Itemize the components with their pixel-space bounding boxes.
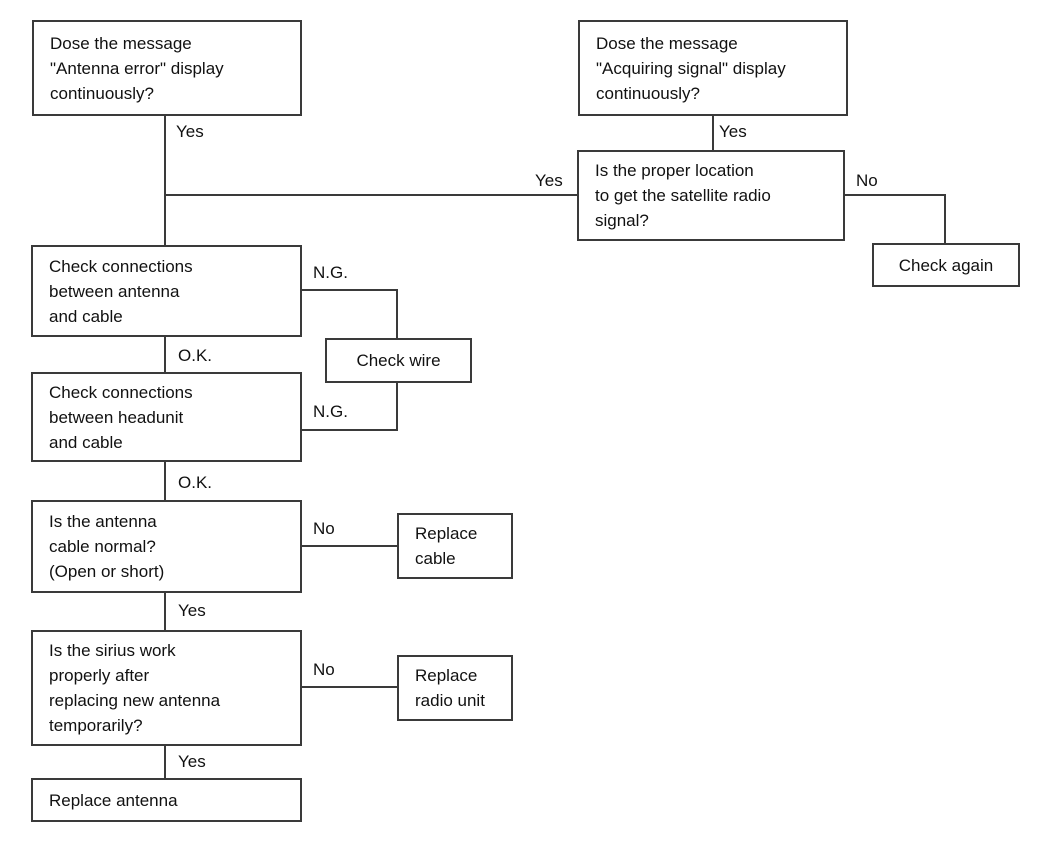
node-text: Is the sirius work properly after replac… [49, 641, 221, 735]
connector-check-antenna-ok [164, 337, 166, 372]
node-text: Replace antenna [49, 790, 178, 810]
node-replace-antenna: Replace antenna [31, 778, 302, 822]
edge-label-yes: Yes [535, 171, 563, 190]
node-text: Replace cable [415, 524, 478, 568]
edge-label-yes: Yes [176, 122, 204, 141]
connector-proper-location-no-vertical [944, 194, 946, 243]
connector-check-headunit-ng-horizontal [302, 429, 398, 431]
node-text: Dose the message "Acquiring signal" disp… [596, 33, 786, 103]
node-check-connections-headunit: Check connections between headunit and c… [31, 372, 302, 462]
node-proper-location-question: Is the proper location to get the satell… [577, 150, 845, 241]
node-replace-radio-unit: Replace radio unit [397, 655, 513, 721]
edge-label-ok: O.K. [178, 346, 213, 365]
connector-check-headunit-ng-vertical [396, 383, 398, 431]
connector-sirius-no [302, 686, 397, 688]
node-text: Check connections between antenna and ca… [49, 256, 193, 326]
node-text: Check connections between headunit and c… [49, 382, 193, 452]
node-text: Check again [898, 255, 994, 275]
node-sirius-work-question: Is the sirius work properly after replac… [31, 630, 302, 746]
node-text: Dose the message "Antenna error" display… [50, 33, 224, 103]
node-check-wire: Check wire [325, 338, 472, 383]
edge-label-ng: N.G. [313, 402, 348, 421]
connector-acquiring-to-proper-location [712, 116, 714, 150]
edge-label-no: No [856, 171, 878, 190]
edge-label-yes: Yes [719, 122, 747, 141]
connector-antenna-error-to-check-antenna [164, 116, 166, 245]
connector-cable-normal-no [302, 545, 397, 547]
node-text: Is the antenna cable normal? (Open or sh… [49, 512, 165, 581]
connector-cable-normal-yes [164, 593, 166, 630]
node-check-connections-antenna: Check connections between antenna and ca… [31, 245, 302, 337]
edge-label-ng: N.G. [313, 263, 348, 282]
connector-check-antenna-ng-horizontal [302, 289, 398, 291]
node-replace-cable: Replace cable [397, 513, 513, 579]
node-acquiring-signal-question: Dose the message "Acquiring signal" disp… [578, 20, 848, 116]
edge-label-yes: Yes [178, 601, 206, 620]
node-antenna-cable-normal-question: Is the antenna cable normal? (Open or sh… [31, 500, 302, 593]
node-check-again: Check again [872, 243, 1020, 287]
node-text: Is the proper location to get the satell… [595, 161, 771, 230]
node-antenna-error-question: Dose the message "Antenna error" display… [32, 20, 302, 116]
edge-label-yes: Yes [178, 752, 206, 771]
connector-check-antenna-ng-vertical [396, 289, 398, 338]
node-text: Check wire [356, 351, 441, 370]
node-text: Replace radio unit [415, 666, 485, 710]
connector-sirius-yes [164, 746, 166, 778]
edge-label-no: No [313, 660, 335, 679]
connector-proper-location-no-horizontal [845, 194, 946, 196]
edge-label-no: No [313, 519, 335, 538]
edge-label-ok: O.K. [178, 473, 213, 492]
connector-check-headunit-ok [164, 462, 166, 500]
connector-branch-to-proper-location [164, 194, 577, 196]
